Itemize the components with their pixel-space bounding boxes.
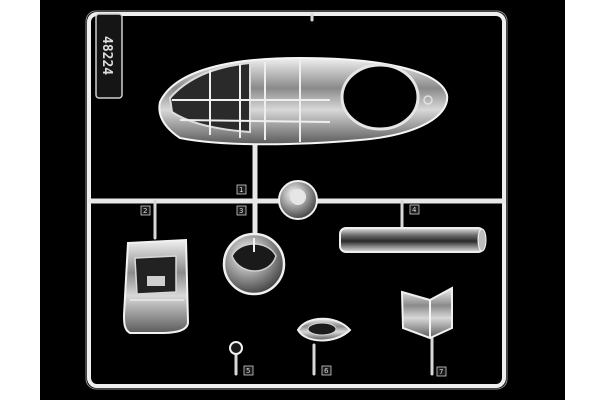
svg-text:5: 5: [246, 367, 250, 375]
sprue-gates: [153, 12, 434, 376]
part-number-tabs: 1 2 3 4 5 6 7: [140, 184, 447, 377]
dome-part: [222, 232, 286, 296]
windscreen-part: [122, 238, 190, 334]
round-disc-part: [278, 180, 318, 220]
svg-text:3: 3: [239, 207, 243, 215]
sprue-frame-shadow: [85, 10, 508, 390]
svg-text:1: 1: [239, 186, 243, 194]
svg-text:7: 7: [439, 368, 443, 376]
lens-part: [296, 317, 352, 342]
svg-text:2: 2: [143, 207, 147, 215]
ball-part: [229, 341, 243, 355]
svg-text:4: 4: [412, 206, 417, 214]
tube-part: [339, 227, 487, 253]
canopy-part: [158, 56, 449, 146]
sprue-number-tab: 48224: [95, 13, 123, 99]
svg-text:6: 6: [324, 367, 329, 375]
panel-part: [400, 286, 453, 340]
sprue-number: 48224: [99, 36, 114, 75]
